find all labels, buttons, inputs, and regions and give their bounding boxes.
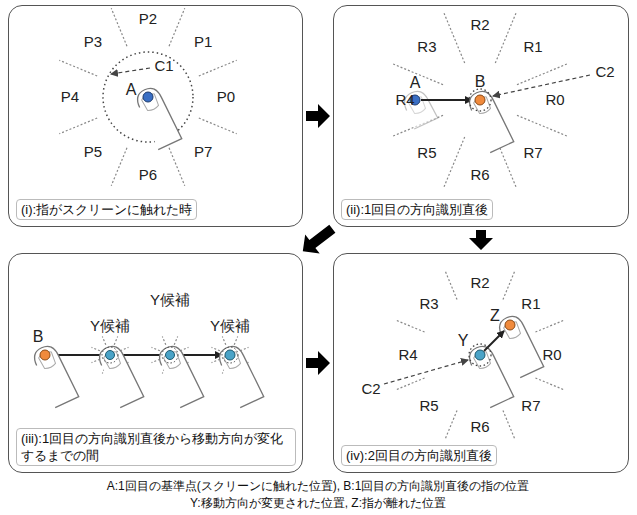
point-label: R4 xyxy=(398,347,417,363)
panel-caption: (iii):1回目の方向識別直後から移動方向が変化するまでの間 xyxy=(16,428,296,466)
legend-note: Y:移動方向が変更された位置, Z:指が離れた位置 xyxy=(190,495,446,511)
point-label: Y候補 xyxy=(150,292,190,308)
point-label: C2 xyxy=(361,381,380,397)
point-label: Z xyxy=(490,308,500,324)
point-label: R7 xyxy=(521,398,540,414)
point-label: R3 xyxy=(417,39,436,55)
point-label: R6 xyxy=(470,167,489,183)
point-label: R0 xyxy=(545,92,564,108)
point-label: R6 xyxy=(470,419,489,435)
point-label: P5 xyxy=(84,144,102,160)
point-label: C2 xyxy=(595,64,614,80)
point-label: P6 xyxy=(139,167,157,183)
point-label: Y候補 xyxy=(90,318,130,334)
point-label: R2 xyxy=(470,17,489,33)
point-label: P4 xyxy=(61,89,79,105)
flow-arrow xyxy=(303,225,336,254)
panel-caption: (iv):2回目の方向識別直後 xyxy=(341,445,497,466)
panel: (ii):1回目の方向識別直後 xyxy=(333,5,629,227)
point-label: A xyxy=(126,82,137,98)
panel: (i):指がスクリーンに触れた時 xyxy=(8,5,303,227)
flow-arrow xyxy=(469,230,493,250)
panel-caption: (i):指がスクリーンに触れた時 xyxy=(16,199,197,220)
point-label: R3 xyxy=(419,296,438,312)
panel-caption: (ii):1回目の方向識別直後 xyxy=(341,199,493,220)
point-label: P2 xyxy=(139,11,157,27)
point-label: B xyxy=(33,329,44,345)
point-label: R1 xyxy=(521,296,540,312)
point-label: P7 xyxy=(194,144,212,160)
point-label: R2 xyxy=(470,275,489,291)
point-label: A xyxy=(410,75,421,91)
point-label: R7 xyxy=(523,145,542,161)
flow-arrow xyxy=(306,104,330,128)
point-label: P1 xyxy=(194,34,212,50)
flow-arrow xyxy=(306,351,330,375)
point-label: R4 xyxy=(395,92,414,108)
panel: (iii):1回目の方向識別直後から移動方向が変化するまでの間 xyxy=(8,253,303,473)
point-label: R5 xyxy=(417,145,436,161)
point-label: R5 xyxy=(419,398,438,414)
point-label: R0 xyxy=(542,347,561,363)
point-label: P0 xyxy=(217,89,235,105)
legend-note: A:1回目の基準点(スクリーンに触れた位置), B:1回目の方向識別直後の指の位… xyxy=(107,478,530,494)
point-label: B xyxy=(475,74,486,90)
point-label: Y候補 xyxy=(210,318,250,334)
point-label: Y xyxy=(458,333,469,349)
point-label: C1 xyxy=(154,58,173,74)
point-label: R1 xyxy=(523,39,542,55)
point-label: P3 xyxy=(84,34,102,50)
